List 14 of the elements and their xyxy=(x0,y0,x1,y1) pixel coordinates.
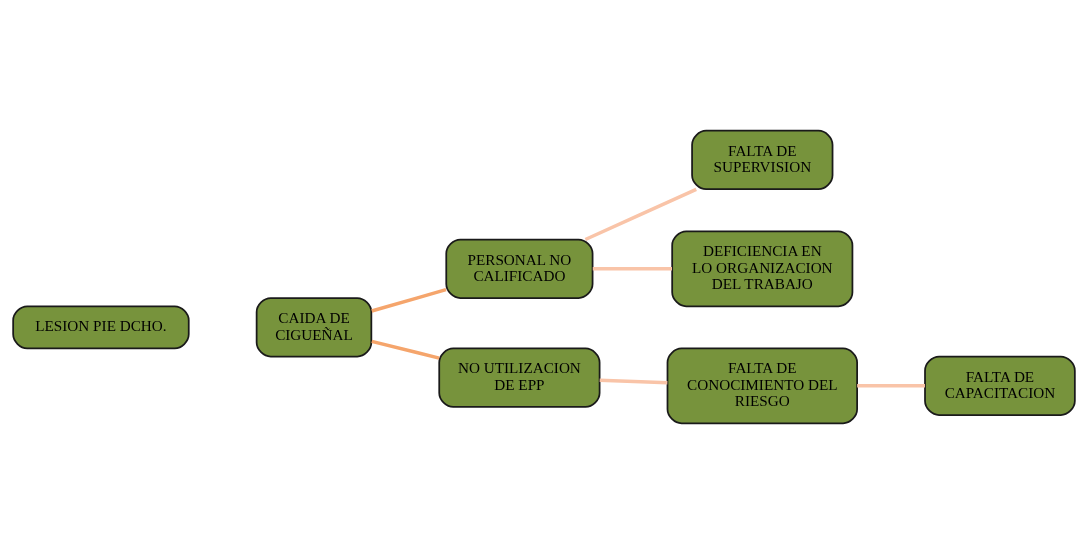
connector xyxy=(857,384,925,388)
node-box: FALTA DE CONOCIMIENTO DEL RIESGO xyxy=(666,347,858,425)
connector xyxy=(371,339,440,360)
connector xyxy=(592,267,672,271)
node-box: CAIDA DE CIGUEÑAL xyxy=(255,297,373,358)
node-box: LESION PIE DCHO. xyxy=(12,305,190,350)
node-box: DEFICIENCIA EN LO ORGANIZACION DEL TRABAJO xyxy=(671,230,854,308)
node-box: PERSONAL NO CALIFICADO xyxy=(445,238,594,299)
node-box: FALTA DE SUPERVISION xyxy=(691,129,834,191)
node-box: FALTA DE CAPACITACION xyxy=(924,355,1076,416)
connector xyxy=(371,287,447,313)
connector xyxy=(584,187,697,242)
connector xyxy=(599,378,668,385)
node-box: NO UTILIZACION DE EPP xyxy=(438,347,601,408)
